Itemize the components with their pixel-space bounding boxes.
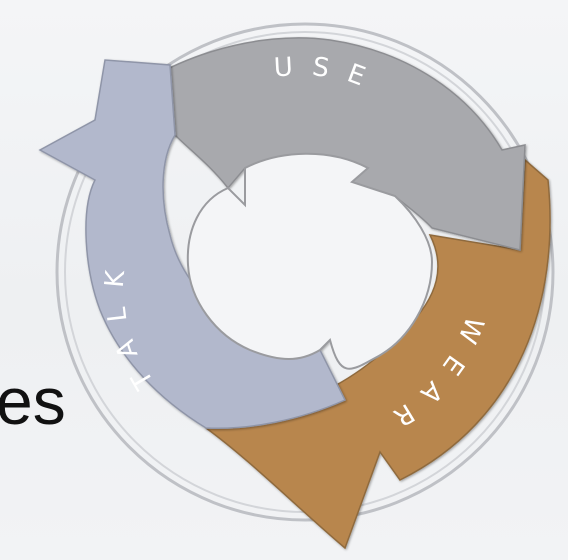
cycle-diagram: USE WEAR TALK: [0, 0, 568, 560]
